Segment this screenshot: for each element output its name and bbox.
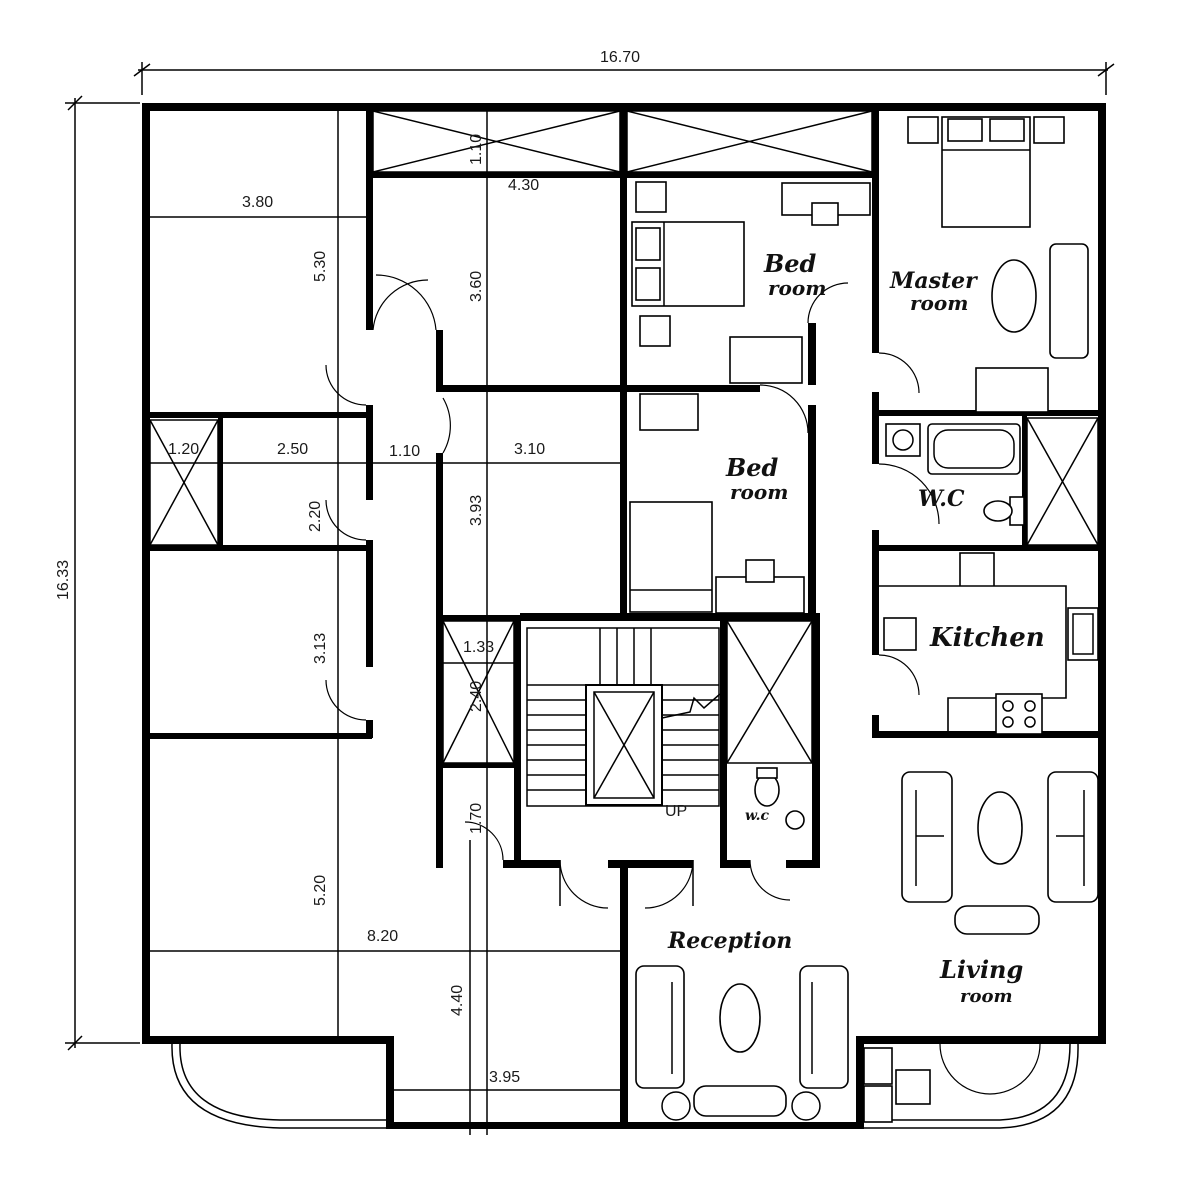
dimension-lines (65, 62, 1115, 1135)
dim-5-30: 5.30 (312, 251, 329, 282)
room-labels: Bed room Master room Bed room W.C Kitche… (667, 249, 1045, 1007)
plant-icon (791, 1091, 821, 1121)
wc-label: W.C (918, 486, 965, 512)
dim-1-70: 1.70 (468, 803, 485, 834)
stove-icon (995, 693, 1043, 735)
dim-1-10-mid: 1.10 (389, 443, 420, 460)
bedroom-1-label-2: room (768, 276, 826, 300)
interior-walls (142, 103, 1106, 1122)
sofa-icon (901, 771, 953, 903)
dim-3-95: 3.95 (489, 1069, 520, 1086)
stairs-up-label: UP (665, 803, 687, 820)
table-icon (977, 791, 1023, 865)
balconies (171, 1043, 1079, 1129)
dim-5-20: 5.20 (312, 875, 329, 906)
dim-1-33: 1.33 (463, 639, 494, 656)
rug-icon (991, 259, 1037, 333)
master-room-label-2: room (910, 291, 968, 315)
dimension-labels: 16.70 16.33 1.10 4.30 3.80 5.30 3.60 1.2… (55, 49, 640, 1086)
dim-8-20: 8.20 (367, 928, 398, 945)
sink-icon (885, 423, 921, 457)
stairwell: UP (526, 627, 721, 820)
dim-3-60: 3.60 (468, 271, 485, 302)
dim-3-10: 3.10 (514, 441, 545, 458)
overall-width-label: 16.70 (600, 49, 640, 66)
kitchen-label: Kitchen (929, 623, 1045, 653)
dim-1-10-top: 1.10 (468, 134, 485, 165)
plant-icon (661, 1091, 691, 1121)
dim-4-30: 4.30 (508, 177, 539, 194)
toilet-icon (983, 500, 1013, 522)
dim-3-80: 3.80 (242, 194, 273, 211)
table-icon (719, 983, 761, 1053)
master-room-label: Master (889, 268, 978, 294)
bedroom-2-label: Bed (725, 453, 779, 482)
bathtub-icon (927, 423, 1021, 475)
dim-3-13: 3.13 (312, 633, 329, 664)
dim-4-40: 4.40 (449, 985, 466, 1016)
sofa-icon (799, 965, 849, 1089)
dim-2-50: 2.50 (277, 441, 308, 458)
reception-label: Reception (667, 928, 792, 954)
dim-1-20: 1.20 (168, 441, 199, 458)
armchair-icon (693, 1085, 787, 1117)
small-wc-label: w.c (745, 808, 770, 824)
armchair-icon (954, 905, 1040, 935)
bedroom-2-label-2: room (730, 480, 788, 504)
overall-height-label: 16.33 (55, 560, 72, 600)
sofa-icon (1047, 771, 1099, 903)
living-room-label-2: room (960, 986, 1013, 1007)
dim-3-93: 3.93 (468, 495, 485, 526)
living-room-label: Living (939, 955, 1023, 984)
furniture (629, 116, 1099, 1123)
sofa-icon (1049, 243, 1089, 359)
dim-2-20: 2.20 (307, 501, 324, 532)
dim-2-40: 2.40 (468, 681, 485, 712)
bed-icon (629, 501, 713, 613)
sofa-icon (635, 965, 685, 1089)
shafts (149, 110, 1099, 764)
bedroom-1-label: Bed (763, 249, 817, 278)
